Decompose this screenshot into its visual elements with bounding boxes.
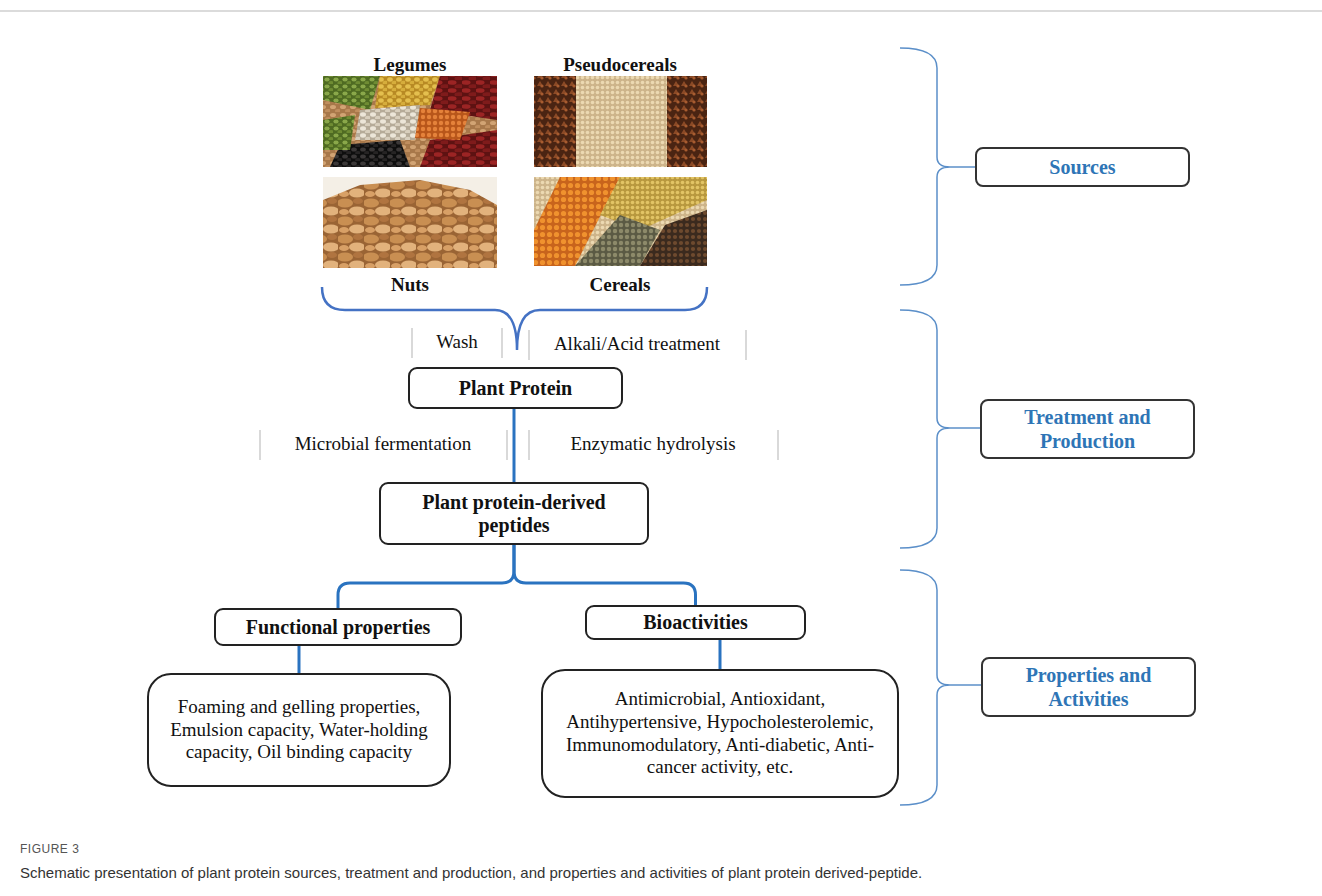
step-label: Wash	[436, 331, 478, 353]
step-label: Alkali/Acid treatment	[554, 333, 720, 355]
detail-box: Foaming and gelling properties, Emulsion…	[147, 673, 451, 787]
connector-line	[338, 545, 514, 608]
node-text: Functional properties	[246, 616, 431, 639]
connector-line	[719, 640, 722, 669]
connector-line	[513, 409, 516, 482]
section-box: Sources	[975, 147, 1190, 187]
pseudocereals-photo	[534, 76, 707, 167]
source-name: Cereals	[590, 274, 651, 296]
node-text: Antimicrobial, Antioxidant, Antihyperten…	[557, 688, 883, 779]
step-label: Enzymatic hydrolysis	[570, 433, 735, 455]
source-name: Legumes	[374, 54, 447, 76]
cereals-photo	[534, 177, 707, 266]
figure-caption: Schematic presentation of plant protein …	[20, 864, 922, 881]
process-box: Plant protein-derived peptides	[379, 482, 649, 545]
process-box: Plant Protein	[408, 367, 623, 409]
category-box: Functional properties	[214, 608, 462, 646]
section-brackets	[900, 48, 981, 805]
label-bars	[260, 328, 778, 460]
node-text: Plant Protein	[459, 377, 573, 400]
section-box: Properties and Activities	[981, 657, 1196, 717]
node-text: Bioactivities	[643, 611, 747, 634]
detail-box: Antimicrobial, Antioxidant, Antihyperten…	[541, 669, 899, 798]
source-name: Pseudocereals	[563, 54, 677, 76]
connector-line	[514, 545, 696, 605]
connector-line	[298, 646, 301, 673]
figure-number: FIGURE 3	[20, 842, 79, 856]
category-box: Bioactivities	[585, 605, 806, 640]
section-box: Treatment and Production	[980, 399, 1195, 459]
node-text: Sources	[1049, 155, 1115, 179]
nuts-photo	[323, 177, 497, 268]
node-text: Properties and Activities	[993, 663, 1184, 711]
frame-line	[0, 10, 1322, 12]
node-text: Foaming and gelling properties, Emulsion…	[163, 696, 435, 764]
node-text: Treatment and Production	[992, 405, 1183, 453]
source-name: Nuts	[391, 274, 429, 296]
legumes-photo	[323, 76, 497, 167]
step-label: Microbial fermentation	[295, 433, 472, 455]
node-text: Plant protein-derived peptides	[393, 491, 635, 537]
